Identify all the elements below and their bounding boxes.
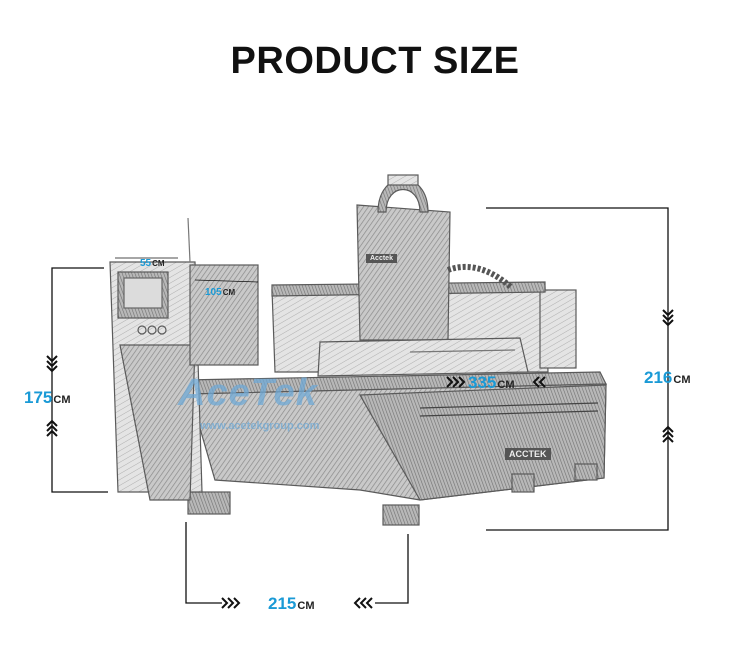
dim-value-335: 335: [468, 373, 497, 392]
dim-unit-175: CM: [53, 394, 71, 406]
dim-line-175: [51, 267, 108, 493]
chevron-up-icon: [46, 419, 58, 437]
dim-value-215: 215: [268, 594, 297, 613]
watermark-brand: AceTek: [178, 372, 318, 414]
dim-label-215: 215CM: [268, 595, 314, 613]
watermark-url: www.acetekgroup.com: [200, 420, 320, 432]
dim-unit-216: CM: [673, 374, 691, 386]
dim-label-55: 55CM: [140, 254, 165, 270]
chevron-down-icon: [662, 309, 674, 327]
dim-unit-105: CM: [222, 288, 236, 297]
chevron-right-icon: [446, 376, 466, 388]
chevron-left-icon: [353, 597, 373, 609]
dim-label-335: 335CM: [468, 374, 514, 392]
dim-value-105: 105: [205, 287, 222, 298]
watermark-logo: AceTek www.acetekgroup.com: [178, 372, 358, 442]
dim-label-216: 216CM: [644, 369, 690, 387]
chevron-up-icon: [662, 425, 674, 443]
dim-unit-55: CM: [152, 259, 165, 268]
machine-plate: ACCTEK: [505, 448, 551, 460]
dim-value-175: 175: [24, 388, 53, 407]
chevron-left-icon: [532, 376, 546, 388]
page-title: PRODUCT SIZE: [230, 40, 520, 82]
chevron-down-icon: [46, 355, 58, 373]
dim-line-215-left: [185, 522, 222, 604]
dim-unit-335: CM: [497, 379, 515, 391]
carriage-label: Acctek: [366, 254, 397, 263]
dim-line-105: [194, 279, 259, 283]
dim-value-216: 216: [644, 368, 673, 387]
chevron-right-icon: [221, 597, 241, 609]
dim-unit-215: CM: [297, 600, 315, 612]
dimension-lines: [51, 207, 669, 604]
dim-value-55: 55: [140, 258, 152, 269]
machine-sketch: [109, 174, 607, 526]
dim-line-216: [486, 207, 669, 531]
dim-label-105: 105CM: [205, 283, 235, 299]
dim-line-215-right: [375, 534, 409, 604]
dim-label-175: 175CM: [24, 389, 70, 407]
